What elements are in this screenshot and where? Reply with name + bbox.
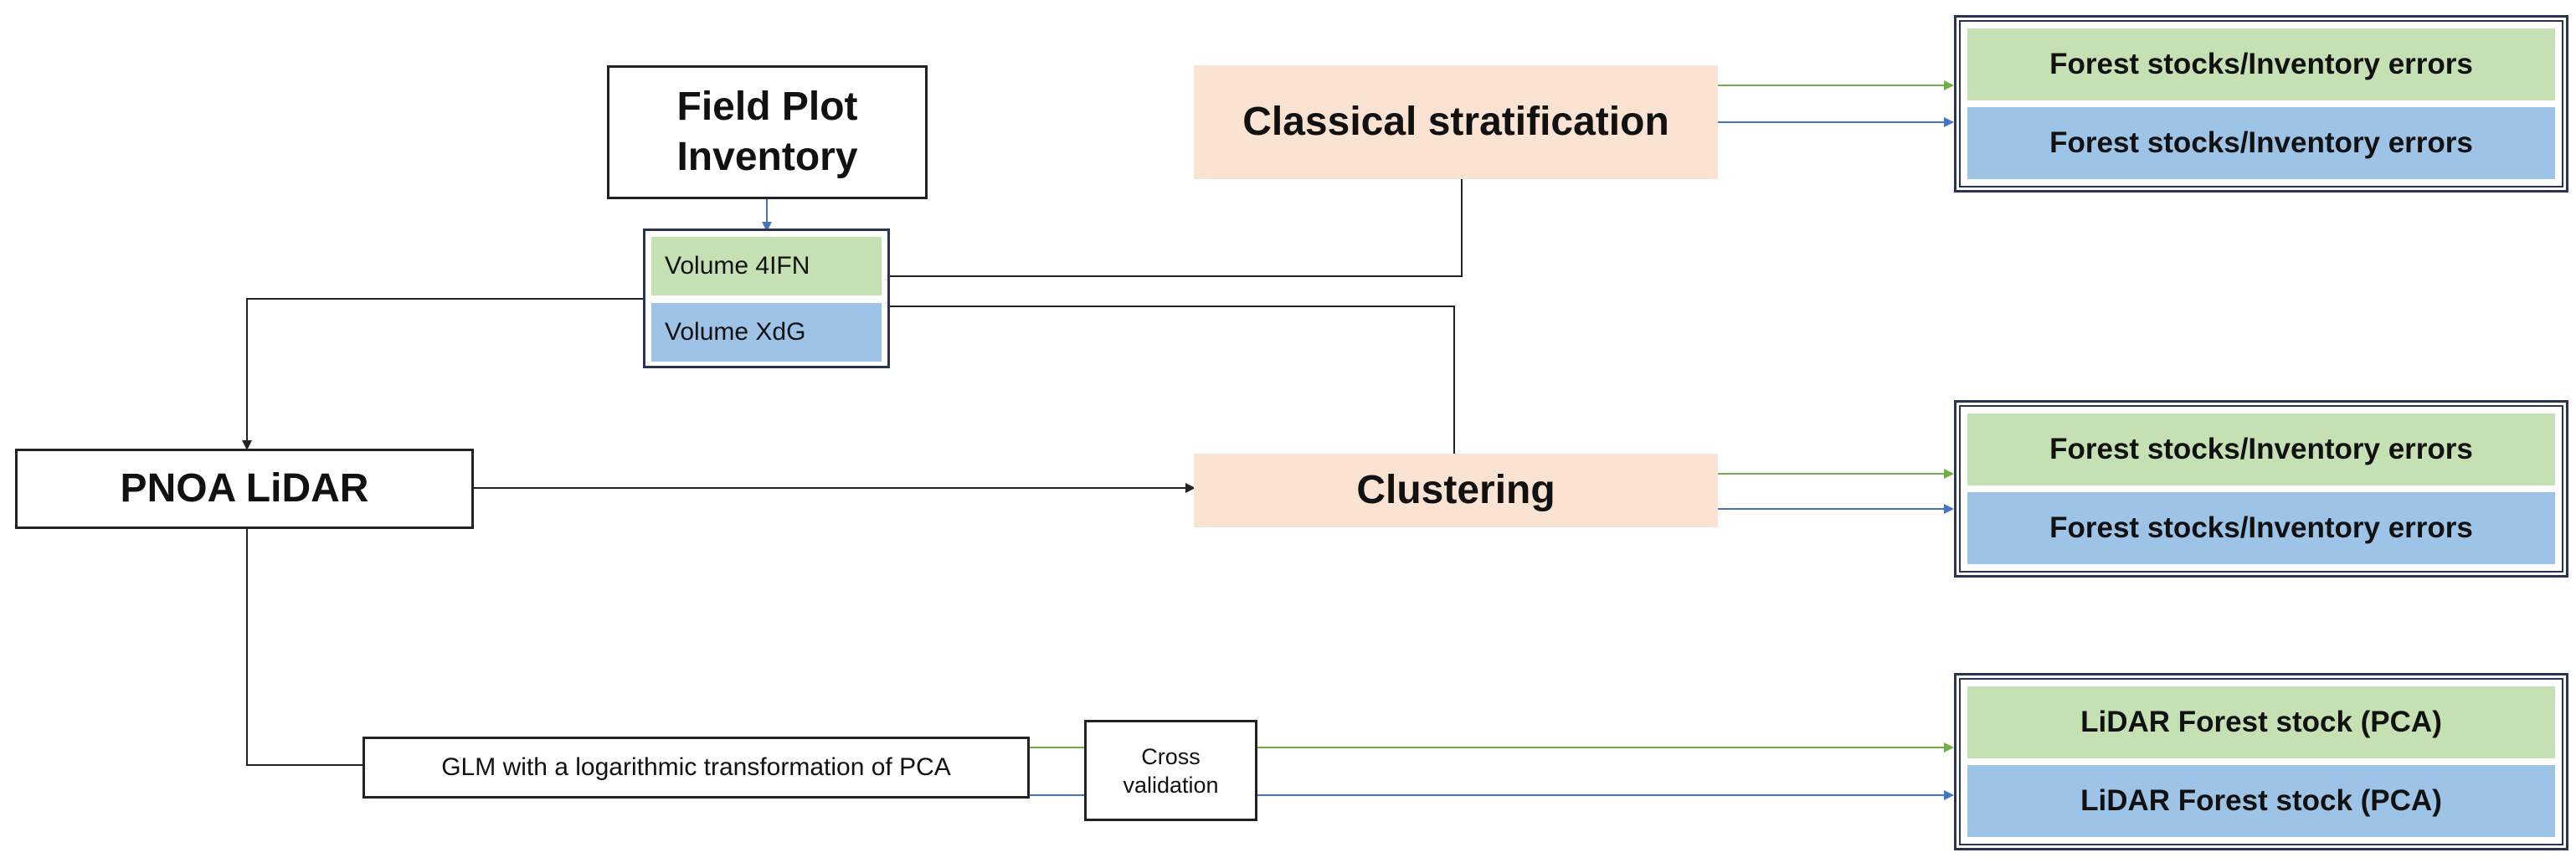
line-volume-to-clustering (889, 306, 1455, 454)
line-pnoa-to-glm (246, 529, 362, 766)
line-volume-to-stratification (889, 179, 1463, 277)
lidar-output-blue-label: LiDAR Forest stock (PCA) (2080, 784, 2442, 817)
clustering-label: Clustering (1356, 468, 1555, 512)
glm-box: GLM with a logarithmic transformation of… (362, 737, 1030, 799)
classical-stratification-label: Classical stratification (1242, 100, 1669, 144)
stratification-output-blue-label: Forest stocks/Inventory errors (2049, 126, 2473, 159)
cross-validation-box: Cross validation (1084, 720, 1257, 821)
clustering-box: Clustering (1194, 454, 1718, 527)
pnoa-lidar-box: PNOA LiDAR (15, 449, 474, 529)
classical-stratification-box: Classical stratification (1194, 65, 1718, 179)
volume-4ifn-label: Volume 4IFN (665, 252, 810, 280)
pnoa-lidar-label: PNOA LiDAR (120, 466, 369, 511)
stratification-output-green-label: Forest stocks/Inventory errors (2049, 48, 2473, 80)
cross-validation-line1: Cross (1141, 743, 1201, 769)
stratification-output-blue: Forest stocks/Inventory errors (1967, 107, 2555, 179)
field-plot-inventory-box: Field Plot Inventory (607, 65, 928, 199)
lidar-output-green-label: LiDAR Forest stock (PCA) (2080, 706, 2442, 738)
glm-label: GLM with a logarithmic transformation of… (441, 753, 951, 781)
volume-4ifn-box: Volume 4IFN (651, 237, 882, 295)
clustering-output-blue-label: Forest stocks/Inventory errors (2049, 511, 2473, 544)
field-plot-label-line2: Inventory (676, 135, 858, 179)
field-plot-label-line1: Field Plot (676, 85, 858, 129)
clustering-output-green: Forest stocks/Inventory errors (1967, 413, 2555, 485)
clustering-output-blue: Forest stocks/Inventory errors (1967, 492, 2555, 564)
arrow-volume-to-pnoa (242, 298, 649, 450)
stratification-output-green: Forest stocks/Inventory errors (1967, 28, 2555, 100)
lidar-output-green: LiDAR Forest stock (PCA) (1967, 686, 2555, 758)
volume-xdg-label: Volume XdG (665, 318, 806, 346)
lidar-output-blue: LiDAR Forest stock (PCA) (1967, 765, 2555, 837)
clustering-output-green-label: Forest stocks/Inventory errors (2049, 433, 2473, 465)
volume-xdg-box: Volume XdG (651, 303, 882, 362)
cross-validation-line2: validation (1123, 772, 1219, 798)
